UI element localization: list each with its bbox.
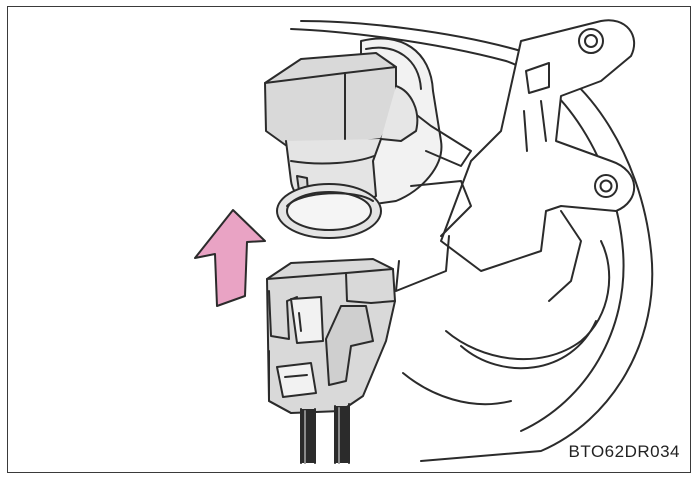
figure-code-label: BTO62DR034 [568, 442, 680, 461]
harness-connector [266, 258, 396, 414]
wire-harness [300, 403, 350, 464]
up-arrow-icon [194, 209, 266, 307]
mounting-bracket [395, 19, 636, 302]
illustration-frame: BTO62DR034 [7, 6, 691, 473]
bulb-connector [264, 52, 419, 239]
fog-lamp-connector-diagram [194, 19, 654, 464]
